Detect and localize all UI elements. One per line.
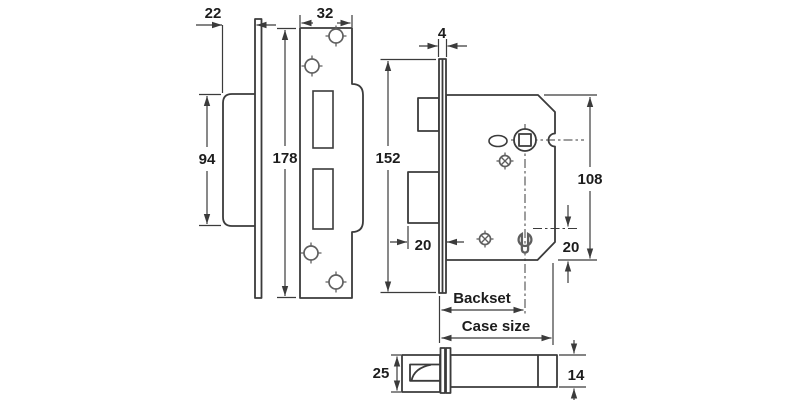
dim-case-thickness-14: 14 bbox=[559, 340, 586, 400]
faceplate-plan bbox=[445, 347, 452, 394]
lock-case bbox=[445, 94, 556, 261]
dim-bolt-height-25: 25 bbox=[373, 354, 401, 393]
deadbolt-cutout bbox=[312, 168, 334, 230]
case-size-label: Case size bbox=[462, 318, 530, 335]
spindle-square bbox=[518, 133, 532, 147]
dim-backset: Backset bbox=[438, 290, 524, 343]
dim-plate-height-178: 178 bbox=[272, 27, 298, 299]
screw-hole bbox=[325, 25, 347, 47]
dim-22-label: 22 bbox=[205, 5, 222, 22]
dim-box-height-94: 94 bbox=[199, 93, 221, 227]
case-screw bbox=[476, 230, 494, 248]
dim-faceplate-4: 4 bbox=[419, 25, 467, 57]
dim-25-label: 25 bbox=[373, 365, 390, 382]
dim-4-label: 4 bbox=[438, 25, 447, 42]
dim-20-offset-label: 20 bbox=[563, 239, 580, 256]
strike-box-side-view: 22 94 bbox=[196, 5, 276, 299]
lock-case-front-view: 4 152 20 108 20 bbox=[375, 25, 603, 345]
dim-14-label: 14 bbox=[568, 367, 585, 384]
screw-hole bbox=[300, 242, 322, 264]
case-body-plan bbox=[449, 354, 558, 388]
lock-case-plan-view: 25 14 bbox=[373, 340, 586, 400]
latchbolt-bevel-curve bbox=[410, 363, 432, 382]
dust-box bbox=[222, 93, 256, 227]
spindle-hole bbox=[513, 128, 537, 152]
oval-hole bbox=[488, 134, 508, 148]
dim-20-throw-label: 20 bbox=[415, 237, 432, 254]
dim-case-size: Case size bbox=[441, 263, 554, 345]
keyhole bbox=[517, 232, 533, 254]
dim-108-label: 108 bbox=[577, 171, 602, 188]
dim-depth-22: 22 bbox=[196, 5, 276, 93]
screw-hole bbox=[325, 271, 347, 293]
dim-94-label: 94 bbox=[199, 151, 216, 168]
case-screw bbox=[496, 152, 514, 170]
dim-case-height-108: 108 bbox=[544, 94, 603, 261]
latchbolt bbox=[417, 97, 440, 132]
strike-plate-front-view: 32 178 bbox=[272, 5, 364, 299]
dim-deadbolt-throw-20: 20 bbox=[390, 226, 464, 254]
screw-hole bbox=[301, 55, 323, 77]
dim-keyhole-offset-20: 20 bbox=[563, 205, 580, 283]
backset-label: Backset bbox=[453, 290, 511, 307]
dim-152-label: 152 bbox=[375, 150, 400, 167]
dim-plate-width-32: 32 bbox=[299, 5, 353, 27]
deadbolt bbox=[407, 171, 440, 224]
dim-178-label: 178 bbox=[272, 150, 297, 167]
strike-side-plate bbox=[254, 18, 263, 299]
dim-32-label: 32 bbox=[317, 5, 334, 22]
latch-cutout bbox=[312, 90, 334, 149]
dim-faceplate-height-152: 152 bbox=[375, 58, 436, 294]
forend-plate-plan bbox=[439, 347, 446, 394]
